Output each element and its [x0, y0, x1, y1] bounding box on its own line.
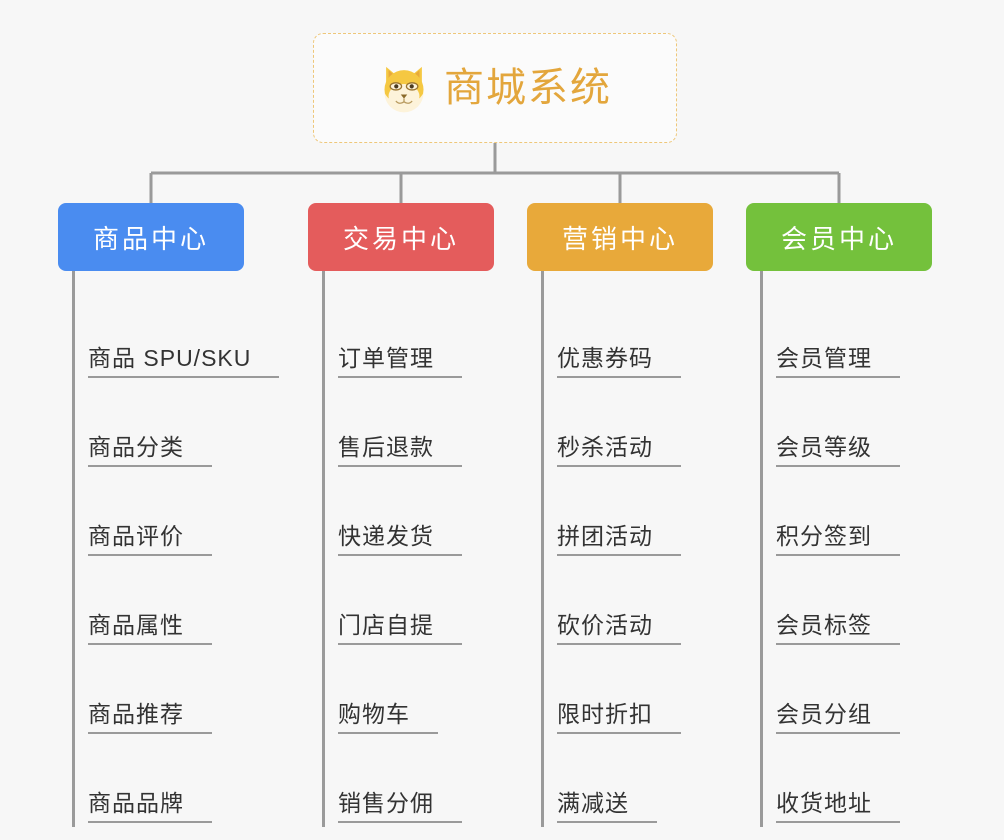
leaf-item-label: 销售分佣 [338, 790, 462, 823]
leaf-item-label: 满减送 [557, 790, 657, 823]
leaf-item-label: 会员标签 [776, 612, 900, 645]
leaf-item-label: 拼团活动 [557, 523, 681, 556]
trunk-line-member-center [760, 271, 763, 827]
trunk-line-trade-center [322, 271, 325, 827]
leaf-item-label: 商品 SPU/SKU [88, 345, 280, 378]
leaf-item[interactable]: 拼团活动 [541, 471, 717, 560]
leaf-item-label: 商品分类 [88, 434, 212, 467]
root-title: 商城系统 [444, 66, 612, 110]
leaf-item-label: 会员等级 [776, 434, 900, 467]
leaf-item[interactable]: 商品品牌 [72, 738, 248, 827]
leaf-item-label: 收货地址 [776, 790, 900, 823]
leaf-item[interactable]: 销售分佣 [322, 738, 498, 827]
leaf-list-member-center: 会员管理会员等级积分签到会员标签会员分组收货地址 [746, 271, 936, 827]
leaf-item-label: 门店自提 [338, 612, 462, 645]
leaf-list-marketing-center: 优惠券码秒杀活动拼团活动砍价活动限时折扣满减送 [527, 271, 717, 827]
leaf-item[interactable]: 收货地址 [760, 738, 936, 827]
leaf-item[interactable]: 门店自提 [322, 560, 498, 649]
trunk-line-marketing-center [541, 271, 544, 827]
leaf-item-label: 购物车 [338, 701, 438, 734]
leaf-item-label: 限时折扣 [557, 701, 681, 734]
leaf-item-label: 订单管理 [338, 345, 462, 378]
leaf-item-label: 商品推荐 [88, 701, 212, 734]
leaf-item[interactable]: 订单管理 [322, 293, 498, 382]
category-header-product-center[interactable]: 商品中心 [58, 203, 244, 271]
category-header-label: 商品中心 [92, 223, 209, 254]
category-column-trade-center: 交易中心订单管理售后退款快递发货门店自提购物车销售分佣 [308, 203, 498, 827]
leaf-item[interactable]: 会员等级 [760, 382, 936, 471]
leaf-item[interactable]: 优惠券码 [541, 293, 717, 382]
leaf-item[interactable]: 商品属性 [72, 560, 248, 649]
leaf-item[interactable]: 商品分类 [72, 382, 248, 471]
category-header-label: 交易中心 [342, 223, 459, 254]
leaf-item-label: 会员分组 [776, 701, 900, 734]
leaf-item-label: 商品品牌 [88, 790, 212, 823]
leaf-item[interactable]: 售后退款 [322, 382, 498, 471]
category-header-trade-center[interactable]: 交易中心 [308, 203, 494, 271]
category-column-product-center: 商品中心商品 SPU/SKU 商品分类商品评价商品属性商品推荐商品品牌 [58, 203, 280, 827]
shiba-dog-face-icon [378, 62, 430, 114]
leaf-item[interactable]: 限时折扣 [541, 649, 717, 738]
leaf-item[interactable]: 商品 SPU/SKU [72, 293, 280, 382]
leaf-item-label: 快递发货 [338, 523, 462, 556]
leaf-item[interactable]: 会员管理 [760, 293, 936, 382]
leaf-item-label: 商品评价 [88, 523, 212, 556]
leaf-item-label: 会员管理 [776, 345, 900, 378]
leaf-item-label: 商品属性 [88, 612, 212, 645]
category-header-label: 营销中心 [561, 223, 678, 254]
leaf-item[interactable]: 商品评价 [72, 471, 248, 560]
leaf-item[interactable]: 积分签到 [760, 471, 936, 560]
leaf-item[interactable]: 快递发货 [322, 471, 498, 560]
leaf-item-label: 售后退款 [338, 434, 462, 467]
leaf-item[interactable]: 满减送 [541, 738, 717, 827]
category-column-member-center: 会员中心会员管理会员等级积分签到会员标签会员分组收货地址 [746, 203, 936, 827]
leaf-item[interactable]: 秒杀活动 [541, 382, 717, 471]
leaf-item[interactable]: 会员分组 [760, 649, 936, 738]
leaf-item-label: 砍价活动 [557, 612, 681, 645]
leaf-item[interactable]: 购物车 [322, 649, 498, 738]
leaf-item-label: 秒杀活动 [557, 434, 681, 467]
leaf-item-label: 积分签到 [776, 523, 900, 556]
leaf-item[interactable]: 砍价活动 [541, 560, 717, 649]
trunk-line-product-center [72, 271, 75, 827]
category-header-member-center[interactable]: 会员中心 [746, 203, 932, 271]
category-column-marketing-center: 营销中心优惠券码秒杀活动拼团活动砍价活动限时折扣满减送 [527, 203, 717, 827]
leaf-list-trade-center: 订单管理售后退款快递发货门店自提购物车销售分佣 [308, 271, 498, 827]
leaf-item-label: 优惠券码 [557, 345, 681, 378]
category-header-marketing-center[interactable]: 营销中心 [527, 203, 713, 271]
leaf-item[interactable]: 商品推荐 [72, 649, 248, 738]
leaf-item[interactable]: 会员标签 [760, 560, 936, 649]
category-header-label: 会员中心 [780, 223, 897, 254]
leaf-list-product-center: 商品 SPU/SKU 商品分类商品评价商品属性商品推荐商品品牌 [58, 271, 280, 827]
root-node[interactable]: 商城系统 [313, 33, 677, 143]
